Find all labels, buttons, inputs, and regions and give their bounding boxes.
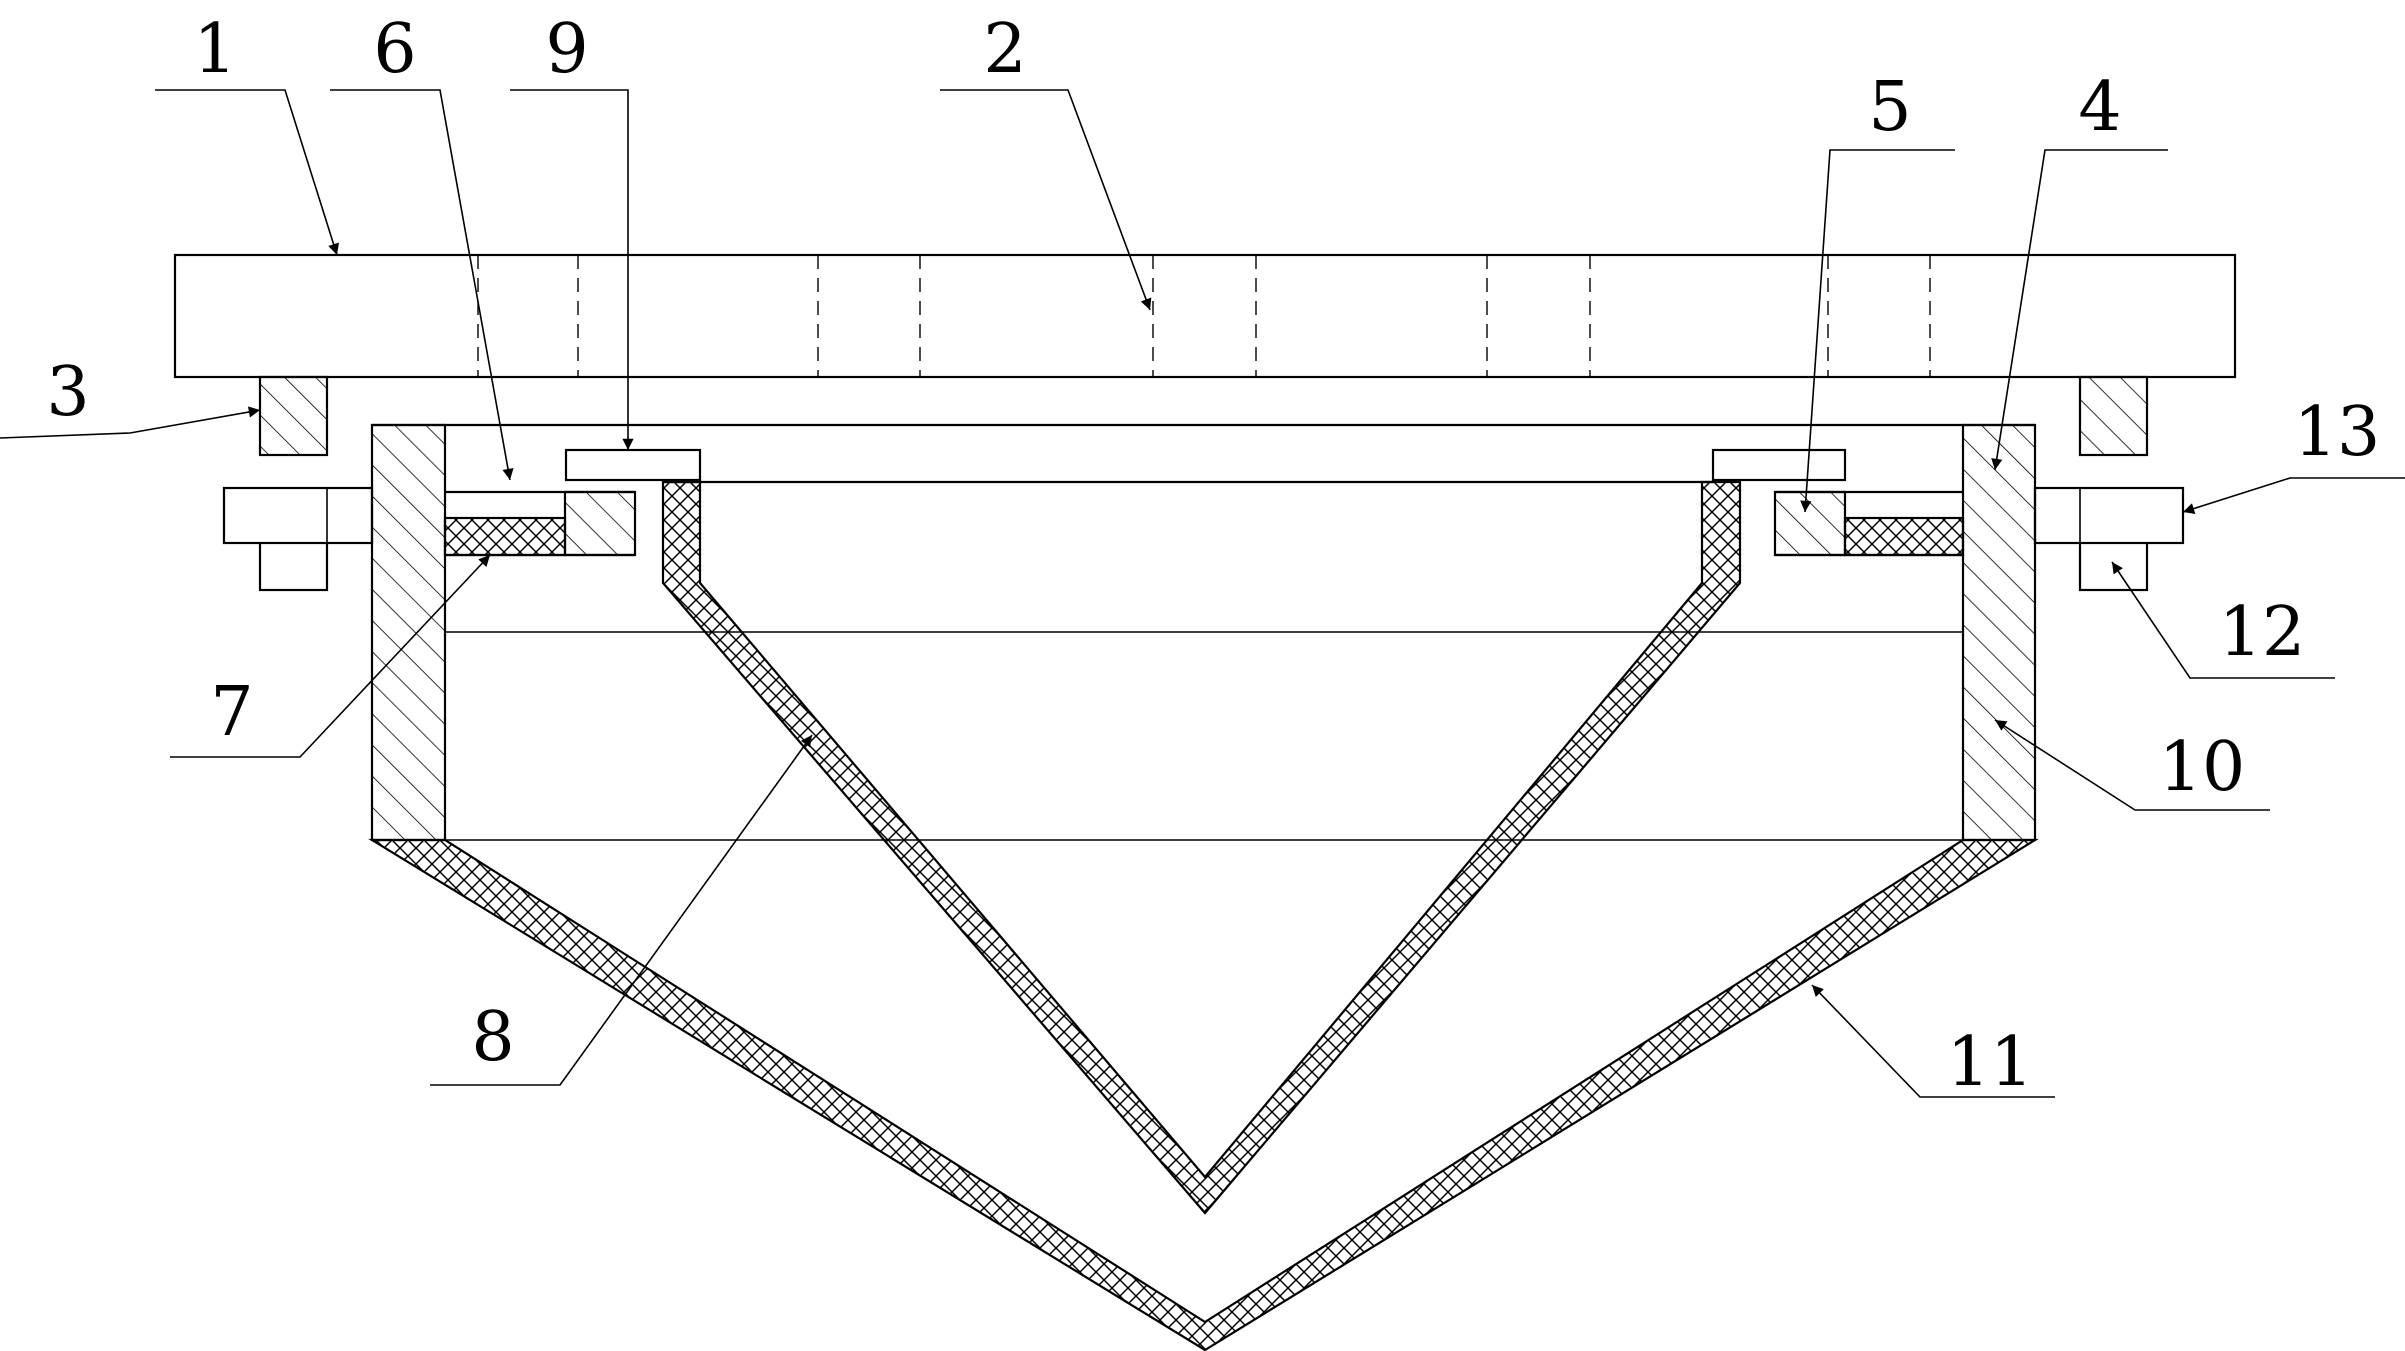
label-12: 12 — [2219, 593, 2306, 672]
housing-lines — [372, 423, 2035, 841]
leader-lines — [0, 89, 2405, 1098]
cover-plates — [564, 448, 1847, 482]
label-9: 9 — [545, 10, 588, 89]
left-mount — [222, 375, 374, 592]
label-1: 1 — [193, 10, 236, 89]
part-labels: 1 2 3 4 5 6 7 8 9 10 11 12 13 — [46, 10, 2380, 1102]
label-10: 10 — [2159, 728, 2246, 807]
left-seal-assembly — [443, 490, 637, 557]
top-plate — [173, 253, 2237, 379]
label-3: 3 — [46, 353, 89, 432]
outer-cone — [368, 838, 2039, 1351]
label-13: 13 — [2294, 393, 2381, 472]
label-11: 11 — [1947, 1023, 2034, 1102]
label-4: 4 — [2078, 68, 2121, 147]
label-7: 7 — [210, 673, 253, 752]
label-2: 2 — [983, 10, 1026, 89]
label-6: 6 — [373, 10, 416, 89]
label-5: 5 — [1868, 68, 1911, 147]
right-mount — [2033, 375, 2185, 592]
label-8: 8 — [471, 998, 514, 1077]
inner-funnel — [661, 480, 1742, 1215]
right-seal-assembly — [1773, 490, 1965, 557]
